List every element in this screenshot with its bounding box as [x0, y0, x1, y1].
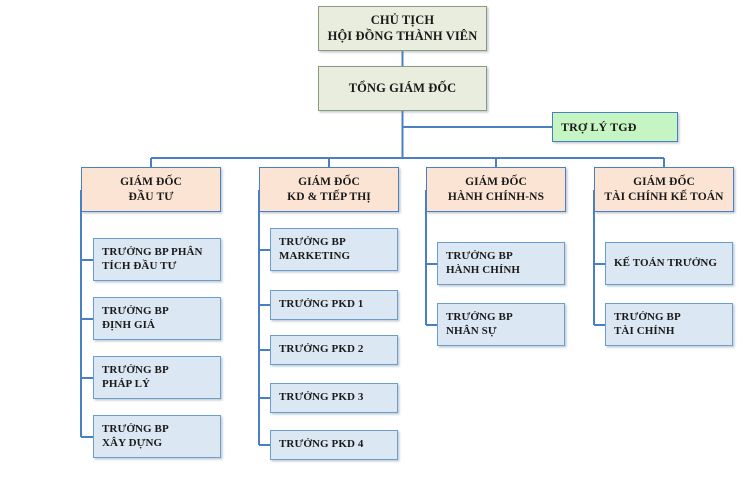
node-unit-sales-marketing-3-label: TRƯỞNG PKD 2 — [279, 343, 364, 356]
node-assistant-ceo[interactable]: TRỢ LÝ TGĐ — [552, 112, 678, 142]
node-unit-sales-marketing-2[interactable]: TRƯỞNG PKD 1 — [270, 290, 398, 320]
node-unit-finance-accounting-1[interactable]: KẾ TOÁN TRƯỞNG — [605, 242, 733, 285]
node-unit-sales-marketing-5[interactable]: TRƯỞNG PKD 4 — [270, 430, 398, 460]
node-ceo[interactable]: TỔNG GIÁM ĐỐC — [318, 66, 487, 111]
node-unit-sales-marketing-4[interactable]: TRƯỞNG PKD 3 — [270, 383, 398, 413]
node-unit-sales-marketing-5-label: TRƯỞNG PKD 4 — [279, 438, 364, 451]
node-unit-finance-accounting-1-label: KẾ TOÁN TRƯỞNG — [614, 256, 718, 269]
node-unit-sales-marketing-4-label: TRƯỞNG PKD 3 — [279, 391, 364, 404]
node-assistant-ceo-label: TRỢ LÝ TGĐ — [561, 119, 637, 134]
node-unit-sales-marketing-3[interactable]: TRƯỞNG PKD 2 — [270, 335, 398, 365]
node-unit-sales-marketing-2-label: TRƯỞNG PKD 1 — [279, 298, 364, 311]
node-ceo-label: TỔNG GIÁM ĐỐC — [348, 80, 457, 95]
